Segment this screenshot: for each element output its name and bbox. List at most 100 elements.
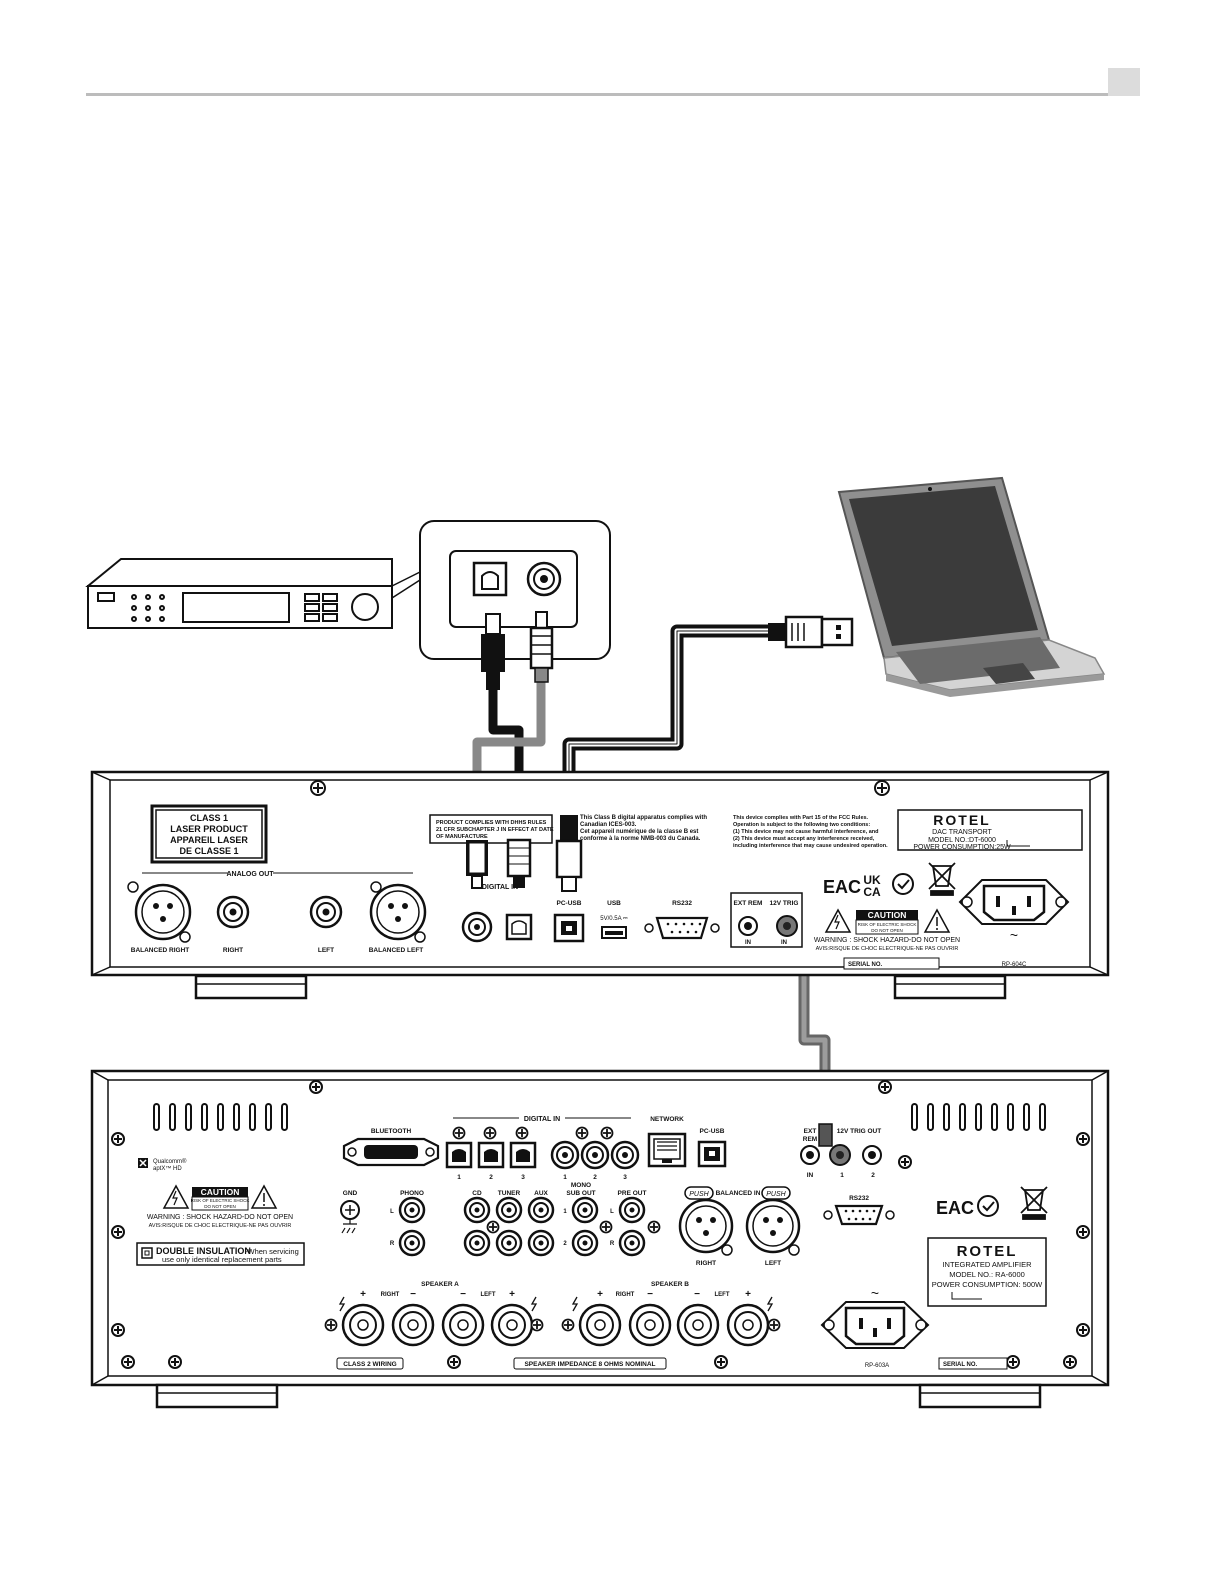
dac-brand: ROTEL [933,812,990,828]
spk-b-left-minus: − [694,1289,700,1300]
amp-tuner-label: TUNER [498,1190,521,1197]
amp-rca-jacks[interactable] [398,1196,646,1257]
rs232-label: RS232 [672,900,692,907]
xlr-balanced-left[interactable] [369,881,427,943]
spk-b-right-minus: − [647,1289,653,1300]
usb-b-plug [555,815,583,892]
amp-sub-1: 1 [563,1209,567,1215]
class2-wiring-label: CLASS 2 WIRING [336,1357,404,1370]
rs232-port[interactable] [644,916,720,940]
coax-digital-in[interactable] [461,911,493,943]
amp-pc-usb-label: PC-USB [700,1128,725,1135]
source-device [85,558,421,629]
canada-notice: This Class B digital apparatus complies … [580,815,707,842]
speaker-a-label: SPEAKER A [421,1281,459,1288]
trig-in-jack[interactable] [776,915,798,937]
speaker-binding-posts[interactable] [341,1303,770,1347]
amp-gnd-terminal[interactable] [340,1200,360,1234]
rca-left-label: LEFT [318,947,334,954]
amp-trig-out-2-jack[interactable] [862,1145,882,1165]
dac-caution-sub-1: RISK OF ELECTRIC SHOCK [858,922,917,927]
dac-caution-block: CAUTION RISK OF ELECTRIC SHOCK DO NOT OP… [814,908,960,952]
balanced-right-label: BALANCED RIGHT [131,947,190,954]
ext-rem-jack[interactable] [738,916,758,936]
amp-rs232-label: RS232 [849,1195,869,1202]
amp-rating-plate: ROTEL INTEGRATED AMPLIFIER MODEL NO.: RA… [927,1237,1047,1307]
amp-digital-num-4: 1 [563,1174,567,1181]
rca-out-right[interactable] [216,895,250,929]
analog-out-label: ANALOG OUT [226,871,274,878]
amp-power: POWER CONSUMPTION: 500W [932,1280,1043,1289]
amp-pre-r: R [610,1241,615,1247]
usb-a-port[interactable] [601,926,627,939]
amp-caution-title: CAUTION [201,1187,240,1197]
amp-coax-in-1[interactable] [550,1140,580,1170]
amp-ext-rem-1: EXT [804,1128,817,1135]
amp-optical-in-1[interactable] [445,1141,473,1169]
amp-rp-code: RP-603A [865,1363,889,1369]
qualcomm-badge: Qualcomm® aptX™ HD [138,1158,187,1172]
amp-caution-sub-2: DO NOT OPEN [204,1204,235,1209]
cdrh-line-1: PRODUCT COMPLIES WITH DHHS RULES [436,820,547,826]
dac-rating-plate: ROTEL DAC TRANSPORT MODEL NO.:DT-6000 PO… [897,809,1083,851]
hazard-bolt-icons [338,1296,774,1312]
page-number-tab [1108,68,1140,96]
dac-power: POWER CONSUMPTION:25W [913,844,1011,851]
cdrh-notice: PRODUCT COMPLIES WITH DHHS RULES 21 CFR … [429,814,554,844]
fcc-line-2: Operation is subject to the following tw… [733,822,870,828]
pc-usb-label: PC-USB [557,900,582,907]
amp-rca-screws [486,1220,661,1234]
cdrh-line-2: 21 CFR SUBCHAPTER J IN EFFECT AT DATE [436,827,554,833]
amp-xlr-left[interactable]: PUSH [745,1186,801,1256]
amp-digital-num-6: 3 [623,1174,627,1181]
amp-balanced-right-label: RIGHT [696,1260,716,1267]
dac-weee-icon [928,862,956,896]
amp-vent-left [153,1103,288,1131]
balanced-left-label: BALANCED LEFT [369,947,424,954]
spk-a-left-plus: + [509,1289,515,1300]
amp-xlr-right[interactable]: PUSH [678,1186,734,1256]
rca-right-label: RIGHT [223,947,243,954]
xlr-balanced-right[interactable] [127,881,192,943]
dac-warning-text: WARNING : SHOCK HAZARD-DO NOT OPEN [814,937,960,944]
rca-out-left[interactable] [309,895,343,929]
amp-digital-in-label: DIGITAL IN [524,1116,560,1123]
amp-digital-screws [452,1126,614,1140]
amp-optical-in-3[interactable] [509,1141,537,1169]
amp-eac-mark: EAC [936,1198,974,1218]
digital-in-label: DIGITAL IN [482,884,518,891]
optical-digital-in[interactable] [505,913,533,941]
laser-line-4: DE CLASSE 1 [179,846,238,856]
amp-coax-in-3[interactable] [610,1140,640,1170]
amp-screws [111,1080,1090,1369]
amp-power-inlet[interactable] [820,1301,930,1349]
spk-b-right-plus: + [597,1289,603,1300]
amp-ext-rem-jack[interactable] [800,1145,820,1165]
dac-ukca-mark-1: UK [863,873,881,887]
amp-weee-icon [1020,1186,1048,1220]
amp-optical-in-2[interactable] [477,1141,505,1169]
amp-trig-out-1-jack[interactable] [829,1144,851,1166]
amp-rs232-port[interactable] [823,1204,895,1226]
amp-model: MODEL NO.: RA-6000 [949,1270,1025,1279]
amp-balanced-left-label: LEFT [765,1260,781,1267]
spk-a-right-minus: − [410,1289,416,1300]
canada-line-4: conforme à la norme NMB-003 du Canada. [580,836,701,842]
amp-network-port[interactable] [647,1132,687,1168]
fcc-line-4: (2) This device must accept any interfer… [733,836,875,842]
dac-ukca-mark-2: CA [863,885,881,899]
qualcomm-line-1: Qualcomm® [153,1158,187,1165]
trig-label: 12V TRIG [770,900,799,907]
pc-usb-port[interactable] [553,913,585,943]
dac-power-inlet[interactable] [958,879,1070,925]
optical-plug-top [481,613,505,690]
amp-digital-num-3: 3 [521,1174,525,1181]
amp-caution-block: CAUTION RISK OF ELECTRIC SHOCK DO NOT OP… [147,1184,293,1229]
qualcomm-line-2: aptX™ HD [153,1165,182,1172]
amp-coax-in-2[interactable] [580,1140,610,1170]
amp-pc-usb-port[interactable] [697,1140,727,1168]
amp-phono-l: L [390,1209,394,1215]
amp-mono-label: MONO [571,1182,591,1189]
speaker-b-label: SPEAKER B [651,1281,689,1288]
spk-a-left-minus: − [460,1289,466,1300]
